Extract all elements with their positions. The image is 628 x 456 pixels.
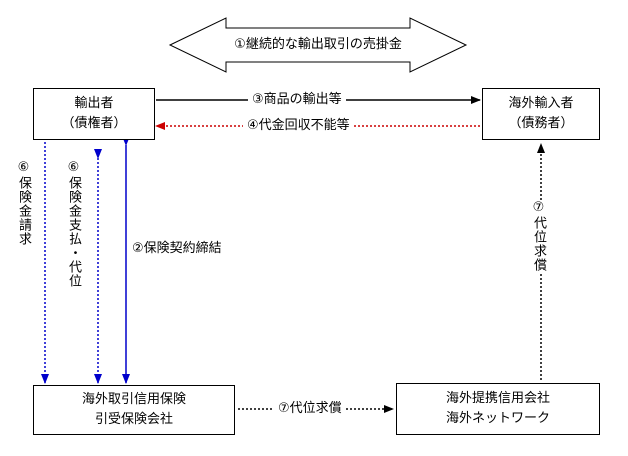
exporter-name: 輸出者 [74,96,114,111]
importer-name: 海外輸入者 [508,96,574,111]
insurer-box: 海外取引信用保険 引受保険会社 [33,385,235,435]
insurer-name: 海外取引信用保険 [81,392,186,407]
claim-label: ⑥保険金請求 [16,160,31,246]
subrogation-bottom-label: ⑦代位求償 [274,401,346,417]
subrogation-right-label: ⑦代位求償 [531,200,549,272]
payment-label: ⑥保険金支払・代位 [66,160,81,288]
exporter-box: 輸出者 （債権者） [33,88,155,140]
exporter-role: （債権者） [61,116,127,131]
insurer-role: 引受保険会社 [94,412,173,427]
importer-box: 海外輸入者 （債務者） [482,88,600,140]
partner-role: 海外ネットワーク [445,411,550,426]
partner-box: 海外提携信用会社 海外ネットワーク [396,383,600,435]
banner-double-arrow [168,17,468,73]
banner-label: ①継続的な輸出取引の売掛金 [234,37,402,52]
contract-label: ②保険契約締結 [132,241,222,256]
importer-role: （債務者） [508,116,574,131]
partner-name: 海外提携信用会社 [445,391,550,406]
default-label: ④代金回収不能等 [243,118,354,134]
export-label: ③商品の輸出等 [248,92,346,108]
